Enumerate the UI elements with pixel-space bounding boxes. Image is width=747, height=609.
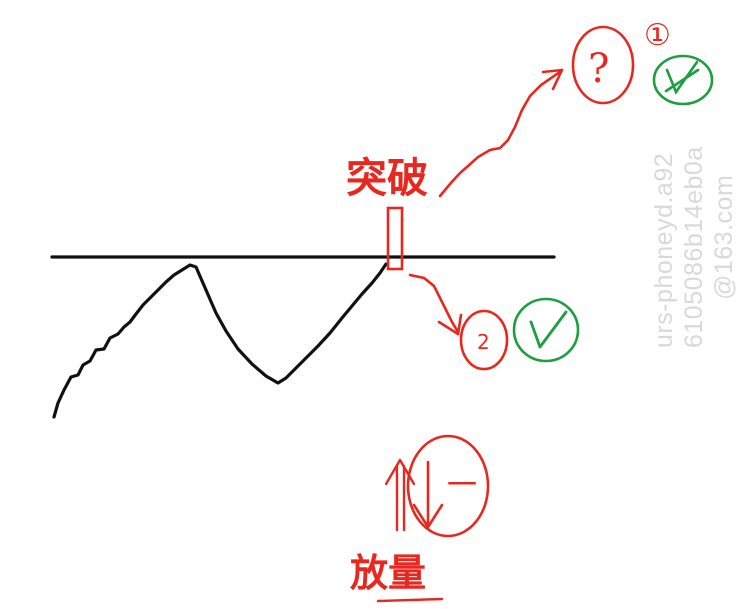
volume-circle (406, 434, 490, 538)
scenario-2-circle (459, 309, 509, 371)
volume-label: 放量 (350, 550, 426, 595)
check-icon (529, 310, 568, 349)
volume-underline (376, 597, 444, 603)
scenario-2-number: 2 (477, 330, 490, 354)
arrow-up-path (438, 68, 564, 198)
arrow-down-head (437, 313, 463, 336)
arrow-down-path (408, 273, 460, 334)
breakout-rectangle (386, 206, 404, 271)
down-arrow-icon (412, 460, 444, 529)
dash-mark: 一 (447, 468, 477, 503)
question-circle (571, 25, 635, 105)
breakout-label: 突破 (346, 154, 428, 202)
cross-check-icon (664, 60, 700, 95)
question-mark: ? (588, 46, 609, 92)
scenario-1-number: ① (644, 18, 671, 53)
watermark-line-2: 6105086b14eb0a (680, 146, 708, 348)
watermark-line-1: urs-phoneyd.a92 (650, 152, 678, 348)
scenario-2-result-circle (512, 297, 580, 363)
arrow-up-head (541, 68, 564, 91)
price-path (52, 262, 388, 419)
scenario-1-result-circle (652, 54, 714, 106)
watermark-line-3: @163.com (710, 174, 738, 300)
